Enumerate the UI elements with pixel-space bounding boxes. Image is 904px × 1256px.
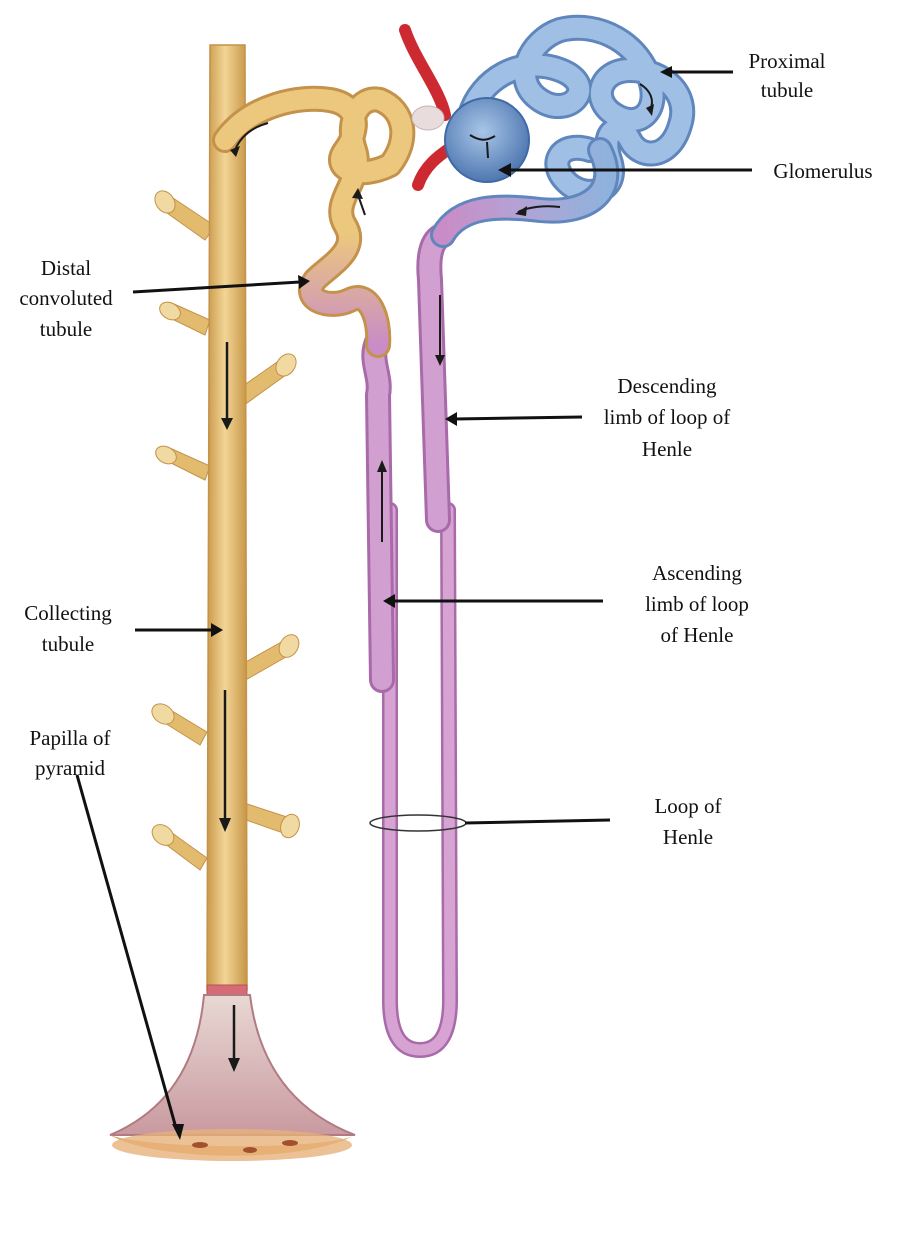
distal-convoluted-tubule xyxy=(225,99,402,345)
label-ascending-line1: Ascending xyxy=(652,561,742,585)
label-collecting-line1: Collecting xyxy=(24,601,112,625)
ascending-limb xyxy=(374,340,382,680)
loop-of-henle-tube xyxy=(390,510,450,1050)
label-descending-line2: limb of loop of xyxy=(604,405,731,429)
label-papilla-line1: Papilla of xyxy=(29,726,110,750)
label-collecting-tubule: Collecting tubule xyxy=(24,601,112,656)
collecting-tubule xyxy=(148,45,303,995)
label-distal-line2: convoluted xyxy=(19,286,113,310)
label-descending-line3: Henle xyxy=(642,437,692,461)
label-descending-line1: Descending xyxy=(617,374,717,398)
label-papilla-line2: pyramid xyxy=(35,756,105,780)
label-glomerulus: Glomerulus xyxy=(773,159,872,183)
label-proximal-tubule-line1: Proximal xyxy=(749,49,826,73)
label-proximal-tubule-line2: tubule xyxy=(761,78,814,102)
label-loop-of-henle: Loop of Henle xyxy=(654,794,721,849)
label-ascending-line3: of Henle xyxy=(661,623,734,647)
label-distal-convoluted-tubule: Distal convoluted tubule xyxy=(19,256,113,341)
label-glomerulus-line1: Glomerulus xyxy=(773,159,872,183)
label-collecting-line2: tubule xyxy=(42,632,95,656)
label-proximal-tubule: Proximal tubule xyxy=(749,49,826,102)
label-ascending-line2: limb of loop xyxy=(645,592,749,616)
label-loop-line2: Henle xyxy=(663,825,713,849)
label-distal-line3: tubule xyxy=(40,317,93,341)
arterioles xyxy=(405,30,450,185)
label-papilla-of-pyramid: Papilla of pyramid xyxy=(29,726,110,780)
label-ascending-limb: Ascending limb of loop of Henle xyxy=(645,561,749,647)
label-descending-limb: Descending limb of loop of Henle xyxy=(604,374,731,461)
label-loop-line1: Loop of xyxy=(654,794,721,818)
label-distal-line1: Distal xyxy=(41,256,91,280)
descending-limb xyxy=(429,235,443,520)
